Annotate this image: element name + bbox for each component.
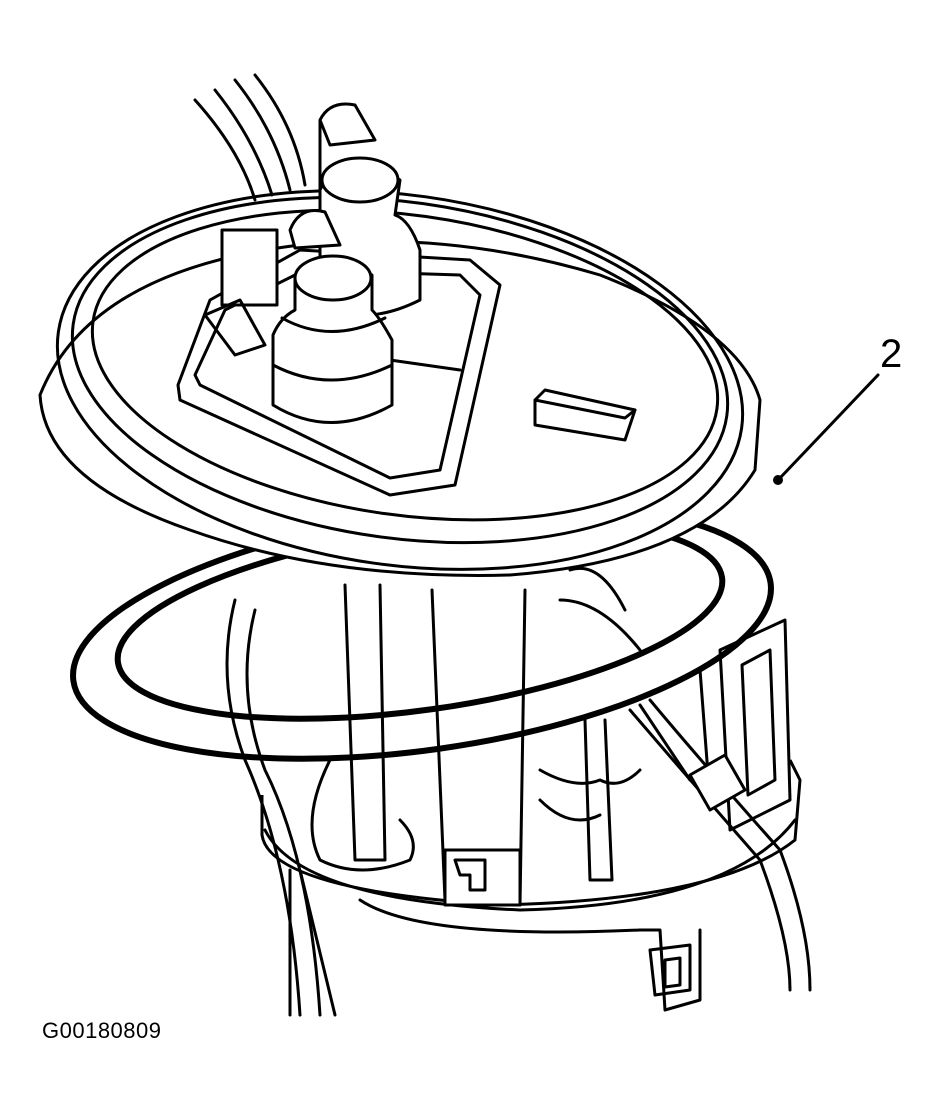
fuel-outlet-pipes <box>271 102 422 424</box>
wiring-harness <box>193 73 812 1017</box>
callout-leader-2 <box>773 373 880 485</box>
callout-number-2: 2 <box>880 332 903 376</box>
figure-id-label: G00180809 <box>42 1018 162 1043</box>
locating-tab <box>533 388 637 442</box>
